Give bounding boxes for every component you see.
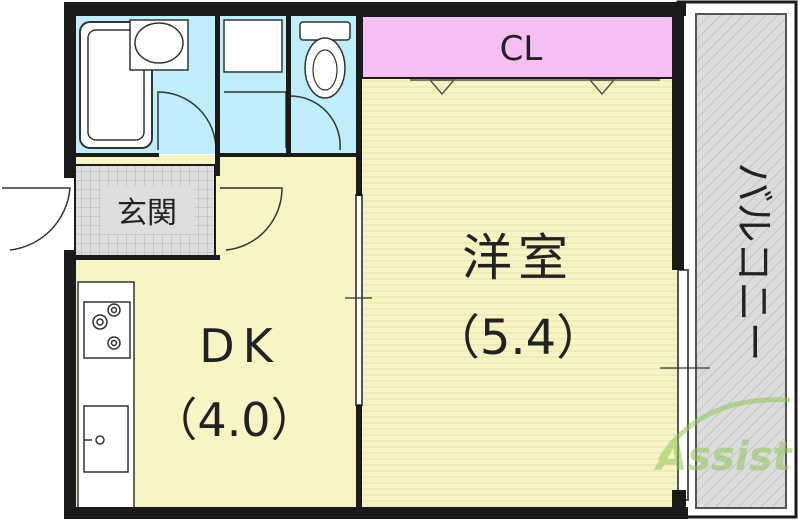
dk-size: （4.0） [151, 393, 316, 447]
watermark-text: Assist [653, 434, 793, 480]
entrance [74, 164, 216, 258]
western-room-size: （5.4） [432, 310, 604, 366]
walls [64, 2, 688, 519]
western-room-floor [362, 78, 680, 515]
toilet [299, 21, 351, 99]
closet-doors [410, 79, 660, 96]
closet-area [361, 15, 681, 79]
closet-label: CL [500, 29, 543, 69]
balcony-label: バルコニー [730, 162, 776, 361]
watermark-logo: Assist [653, 397, 793, 480]
entrance-doors [2, 187, 283, 251]
balcony [676, 0, 798, 519]
dk-name: DK [199, 319, 281, 373]
washing-machine-space [223, 19, 283, 73]
entrance-label: 玄関 [117, 196, 177, 231]
western-room-name: 洋室 [462, 229, 574, 287]
kitchen-sink [83, 405, 129, 473]
stove [83, 301, 131, 359]
washbasin [129, 19, 189, 71]
